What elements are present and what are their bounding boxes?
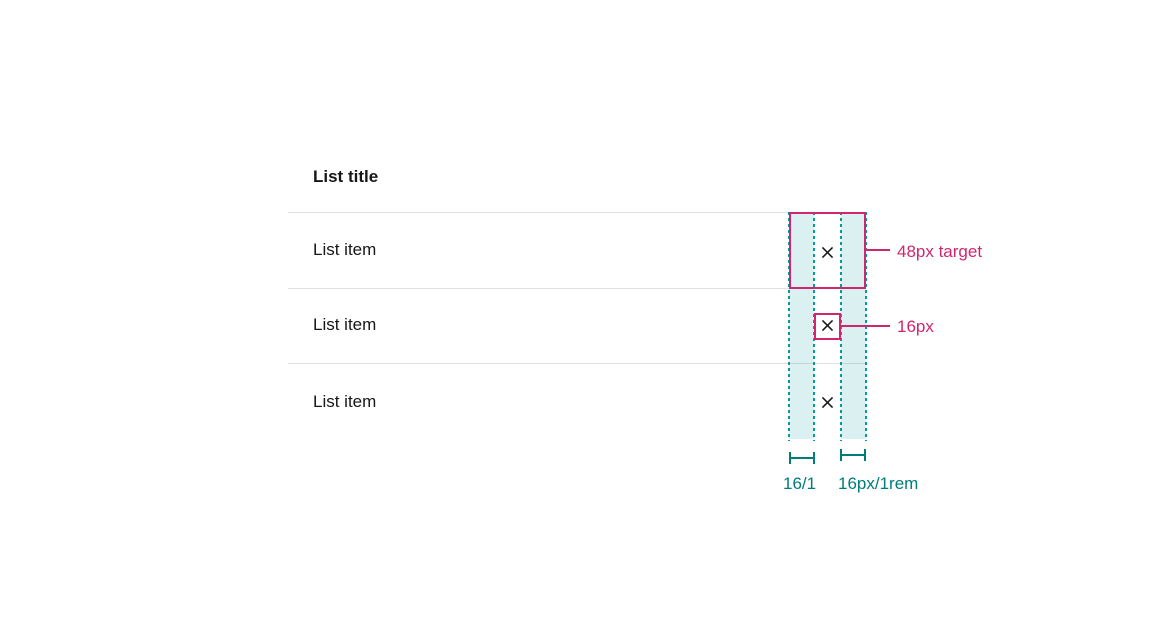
row-divider-1 [288,212,866,213]
leader-line-48px [866,249,890,251]
list-item-label-1: List item [313,240,377,259]
list-item-label-3: List item [313,392,377,411]
target-label-48px: 48px target [897,242,983,261]
measure-label-right: 16px/1rem [838,474,919,493]
leader-line-16px [841,325,890,327]
dashed-guide-1 [788,212,790,441]
close-icon[interactable] [820,245,835,260]
target-box-16px [814,313,841,340]
target-label-16px: 16px [897,317,934,336]
list-title: List title [313,167,379,186]
row-divider-3 [288,363,866,364]
target-box-48px [789,212,866,289]
close-icon[interactable] [820,395,835,410]
spacing-band-left [789,212,814,439]
close-icon[interactable] [820,318,835,333]
measure-label-left: 16/1 [783,474,817,493]
row-divider-2 [288,288,866,289]
list-item-label-2: List item [313,315,377,334]
